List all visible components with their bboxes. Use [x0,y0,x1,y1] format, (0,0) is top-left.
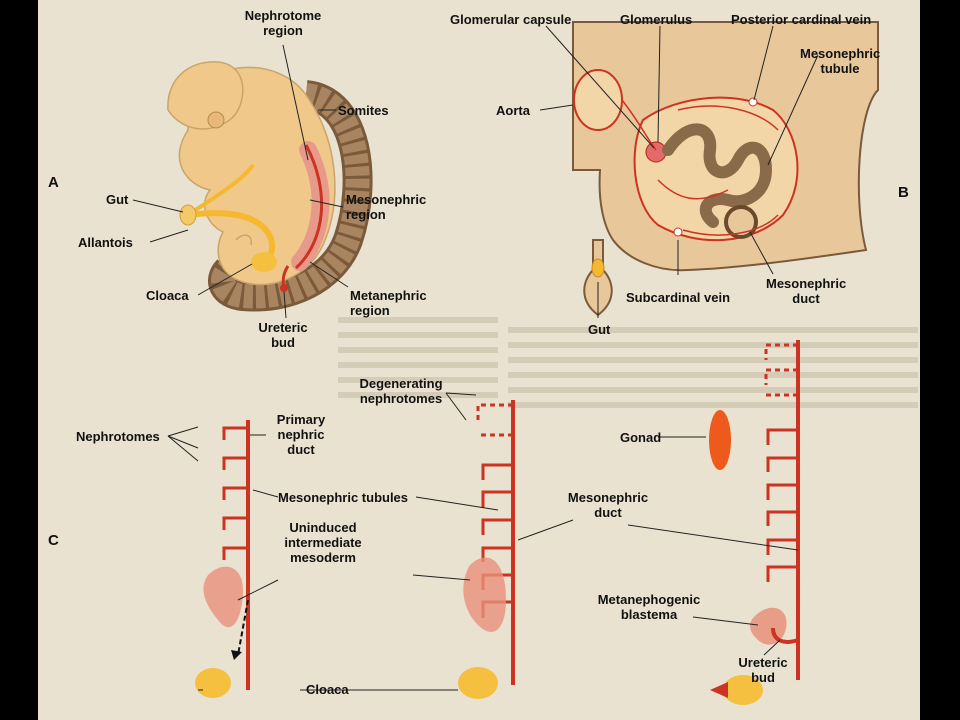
label-subcardinal-vein: Subcardinal vein [626,290,731,305]
panel-a-leaders [132,44,349,319]
label-nephrotomes: Nephrotomes [76,429,160,444]
label-cloaca-c: Cloaca [306,682,349,697]
label-mesonephric-tubules: Mesonephric tubules [278,490,409,505]
label-glomerulus: Glomerulus [620,12,693,27]
label-posterior-cardinal-vein: Posterior cardinal vein [731,12,872,27]
label-aorta: Aorta [496,103,530,118]
panel-c-middle [458,400,515,699]
label-cloaca-a: Cloaca [146,288,189,303]
label-glomerular-capsule: Glomerular capsule [450,12,572,27]
panel-a-embryo [167,61,373,312]
panel-label-b: B [898,184,909,201]
kidney-development-figure [132,21,918,705]
background-text [338,317,918,408]
panel-label-c: C [48,532,59,549]
label-gut-b: Gut [588,322,611,337]
panel-c-right [709,340,800,705]
panel-c-left [195,420,250,698]
label-gut-a: Gut [106,192,129,207]
panel-b-section [572,21,879,317]
label-somites: Somites [338,103,389,118]
panel-c-leaders [167,392,799,691]
panel-label-a: A [48,174,59,191]
panel-b-leaders [539,25,819,318]
label-gonad: Gonad [620,430,662,445]
label-allantois: Allantois [78,235,133,250]
